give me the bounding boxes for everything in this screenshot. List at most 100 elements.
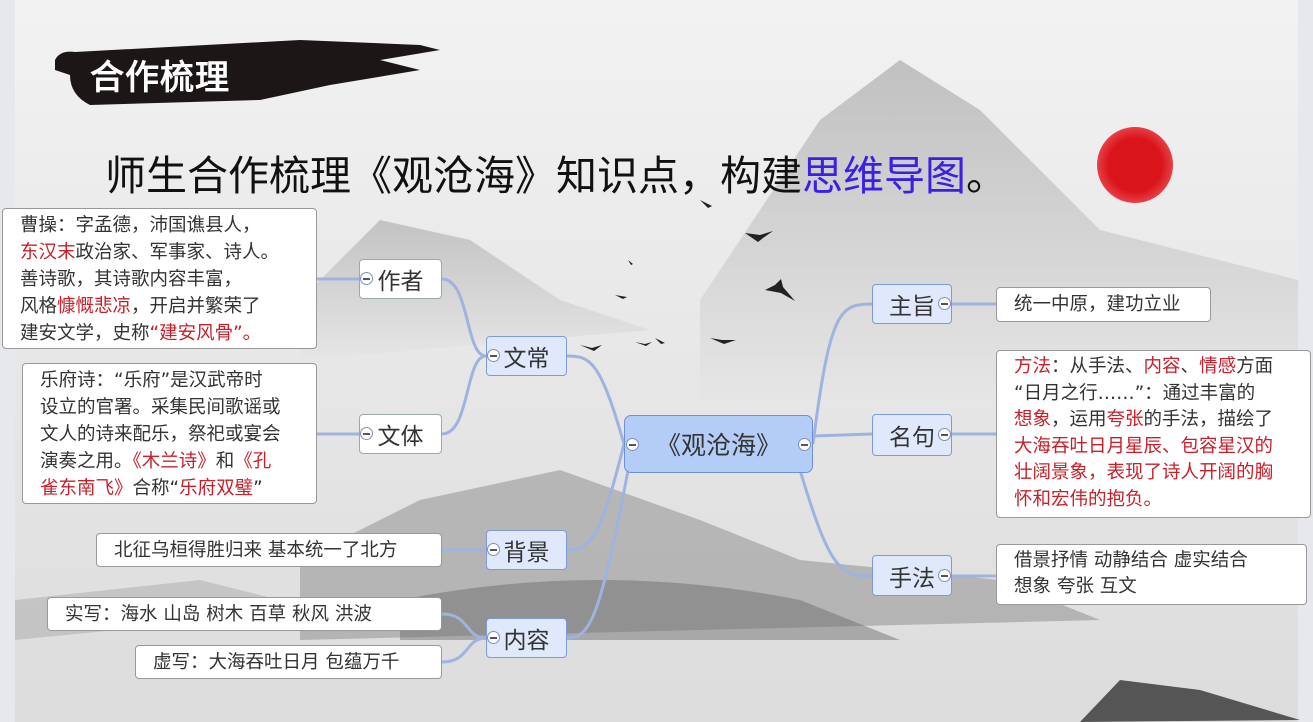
note-line: 怀和宏伟的抱负。	[1014, 487, 1300, 514]
note-text: 政治家、军事家、诗人。	[75, 242, 280, 263]
note-text: 乐府诗：“乐府”是汉武帝时	[40, 370, 263, 391]
genre-note: 乐府诗：“乐府”是汉武帝时设立的官署。采集民间歌谣或文人的诗来配乐，祭祀或宴会演…	[22, 363, 317, 504]
note-line: 统一中原，建功立业	[1014, 291, 1200, 318]
branch-label: 作者	[377, 269, 424, 295]
branch-label: 文常	[503, 346, 550, 372]
note-text: 善诗歌，其诗歌内容丰富，	[20, 269, 243, 290]
note-text: 和	[215, 451, 235, 472]
note-line: 大海吞吐日月星辰、包容星汉的	[1014, 434, 1300, 461]
note-line: 设立的官署。采集民间歌谣或	[40, 394, 306, 421]
quote-note: 方法：从手法、内容、情感方面“日月之行……”：通过丰富的想象，运用夸张的手法，描…	[996, 350, 1311, 518]
highlighted-text: 东汉末	[20, 242, 76, 263]
title-prefix: 师生合作梳理《观沧海》知识点，构建	[105, 152, 802, 200]
ink-brush-banner	[55, 40, 440, 105]
highlighted-text: 夸张	[1106, 409, 1144, 430]
note-line: 雀东南飞》合称“乐府双璧”	[40, 475, 306, 502]
highlighted-text: “建安风骨”。	[149, 323, 262, 344]
note-text: ：从手法、	[1051, 356, 1144, 377]
collapse-icon[interactable]	[360, 427, 373, 440]
note-text: 的手法，描绘了	[1143, 409, 1274, 430]
real-description-note: 实写：海水 山岛 树木 百草 秋风 洪波	[47, 597, 442, 631]
branch-label: 名句	[889, 425, 935, 451]
note-line: 北征乌桓得胜归来 基本统一了北方	[114, 537, 431, 564]
note-text: 借景抒情 动静结合 虚实结合	[1014, 550, 1248, 571]
note-line: 借景抒情 动静结合 虚实结合	[1014, 548, 1296, 574]
note-text: ，运用	[1051, 409, 1107, 430]
note-line: 壮阔景象，表现了诗人开阔的胸	[1014, 460, 1300, 487]
note-text: 、	[1180, 356, 1200, 377]
flying-birds	[580, 200, 795, 351]
note-line: 想象，运用夸张的手法，描绘了	[1014, 407, 1300, 434]
note-text: 虚写：大海吞吐日月 包蕴万千	[153, 652, 400, 673]
note-line: 文人的诗来配乐，祭祀或宴会	[40, 421, 306, 448]
mindmap-connectors	[317, 277, 996, 664]
note-line: 建安文学，史称“建安风骨”。	[20, 320, 306, 347]
note-line: 虚写：大海吞吐日月 包蕴万千	[153, 649, 431, 676]
note-line: 乐府诗：“乐府”是汉武帝时	[40, 367, 306, 394]
section-banner: 合作梳理	[90, 58, 230, 98]
collapse-icon[interactable]	[938, 428, 951, 441]
note-line: 想象 夸张 互文	[1014, 574, 1296, 600]
highlighted-text: 想象	[1014, 409, 1052, 430]
note-line: 善诗歌，其诗歌内容丰富，	[20, 266, 306, 293]
note-text: 实写：海水 山岛 树木 百草 秋风 洪波	[65, 604, 372, 625]
branch-label: 主旨	[889, 294, 935, 320]
collapse-icon[interactable]	[938, 297, 951, 310]
collapse-icon[interactable]	[360, 272, 373, 285]
central-node-label: 《观沧海》	[655, 431, 781, 460]
note-line: 方法：从手法、内容、情感方面	[1014, 354, 1300, 381]
highlighted-text: 情感	[1199, 356, 1237, 377]
note-text: 统一中原，建功立业	[1014, 294, 1181, 315]
branch-quote[interactable]: 名句	[872, 414, 952, 456]
note-text: 风格	[20, 296, 58, 317]
title-suffix: 。	[966, 152, 1007, 200]
highlighted-text: 壮阔景象，表现了诗人开阔的胸	[1014, 462, 1274, 483]
highlighted-text: 乐府双璧	[179, 478, 254, 499]
note-text: 设立的官署。采集民间歌谣或	[40, 397, 281, 418]
red-sun	[1097, 127, 1173, 203]
collapse-left-icon[interactable]	[626, 438, 639, 451]
branch-label: 文体	[377, 424, 424, 450]
note-text: ，开启并繁荣了	[131, 296, 261, 317]
branch-label: 背景	[503, 540, 550, 566]
note-line: “日月之行……”：通过丰富的	[1014, 381, 1300, 408]
title-highlight: 思维导图	[802, 152, 966, 200]
author-note: 曹操：字孟德，沛国谯县人， 东汉末政治家、军事家、诗人。善诗歌，其诗歌内容丰富， 风…	[2, 208, 317, 349]
collapse-icon[interactable]	[938, 569, 951, 582]
highlighted-text: 大海吞吐日月星辰、包容星汉的	[1014, 435, 1274, 457]
highlighted-text: 《孔	[234, 451, 272, 472]
note-text: ”	[253, 478, 263, 499]
note-text: 北征乌桓得胜归来 基本统一了北方	[114, 540, 398, 561]
branch-label: 手法	[889, 565, 935, 592]
branch-content[interactable]: 内容	[486, 618, 567, 658]
branch-background[interactable]: 背景	[486, 530, 567, 570]
page-title: 师生合作梳理《观沧海》知识点，构建思维导图。	[105, 142, 1007, 202]
highlighted-text: 怀和宏伟的抱负。	[1014, 488, 1163, 510]
note-line: 曹操：字孟德，沛国谯县人，	[20, 212, 306, 239]
note-line: 风格慷慨悲凉，开启并繁荣了	[20, 293, 306, 320]
highlighted-text: 《木兰诗》	[132, 451, 216, 472]
central-node[interactable]: 《观沧海》	[624, 415, 813, 473]
note-text: “日月之行……”：通过丰富的	[1014, 382, 1256, 404]
background-note: 北征乌桓得胜归来 基本统一了北方	[96, 533, 442, 567]
highlighted-text: 内容	[1143, 356, 1181, 377]
technique-note: 借景抒情 动静结合 虚实结合想象 夸张 互文	[996, 544, 1307, 605]
note-text: 方面	[1236, 356, 1274, 377]
collapse-icon[interactable]	[487, 349, 500, 362]
branch-label: 内容	[503, 628, 550, 654]
collapse-right-icon[interactable]	[798, 438, 811, 451]
note-text: 合称“	[132, 478, 180, 499]
highlighted-text: 慷慨悲凉	[57, 296, 132, 317]
branch-genre[interactable]: 文体	[359, 414, 442, 454]
note-text: 文人的诗来配乐，祭祀或宴会	[40, 424, 281, 445]
note-line: 实写：海水 山岛 树木 百草 秋风 洪波	[65, 601, 431, 628]
collapse-icon[interactable]	[487, 631, 500, 644]
note-line: 东汉末政治家、军事家、诗人。	[20, 239, 306, 266]
highlighted-text: 方法	[1014, 356, 1052, 377]
note-text: 曹操：字孟德，沛国谯县人，	[20, 215, 261, 236]
note-text: 想象 夸张 互文	[1014, 576, 1137, 597]
collapse-icon[interactable]	[487, 543, 500, 556]
theme-note: 统一中原，建功立业	[996, 287, 1211, 322]
imagined-description-note: 虚写：大海吞吐日月 包蕴万千	[135, 645, 442, 679]
note-line: 演奏之用。《木兰诗》和《孔	[40, 448, 306, 475]
